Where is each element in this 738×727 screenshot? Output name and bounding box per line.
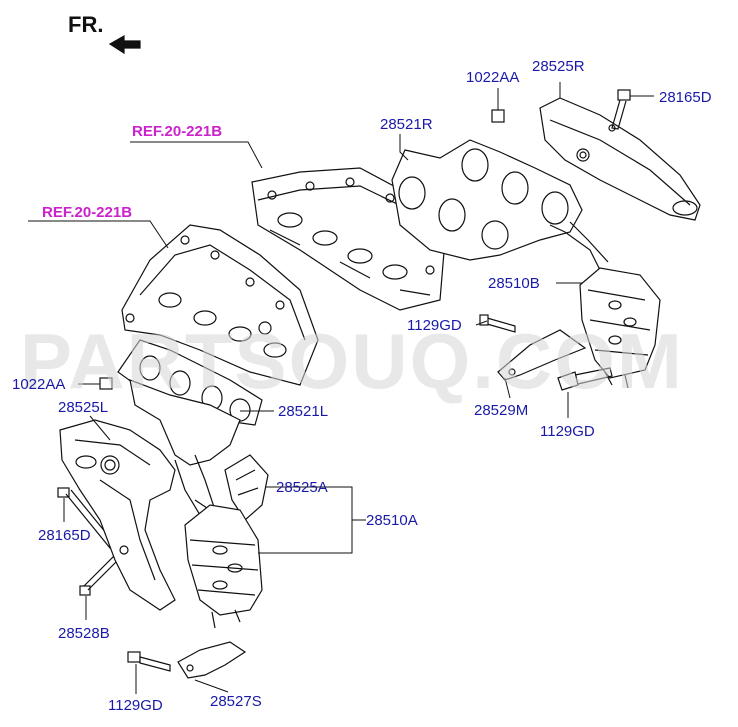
heat-shield-right [539,97,701,221]
nut-1022aa-top [491,109,505,123]
part-label-28528b[interactable]: 28528B [58,625,110,642]
heat-shield-catalyst [224,454,269,521]
part-label-28529m[interactable]: 28529M [474,402,529,419]
gasket-right [391,139,583,261]
bolt-28165d-top [611,89,631,130]
front-direction-arrow-icon [108,34,141,55]
reference-link-lower[interactable]: REF.20-221B [42,204,133,221]
part-label-1129gd-bottom[interactable]: 1129GD [108,697,163,714]
part-label-28165d-left[interactable]: 28165D [38,527,91,544]
bracket-right [497,329,587,381]
part-label-28510a[interactable]: 28510A [366,512,418,529]
bolt-1129gd-bottom [127,651,171,672]
catalytic-converter-right [549,221,661,389]
part-label-1022aa-top[interactable]: 1022AA [466,69,520,86]
part-label-28527s[interactable]: 28527S [210,693,262,710]
part-label-28521l[interactable]: 28521L [278,403,329,420]
part-label-28525a[interactable]: 28525A [276,479,328,496]
bolt-1129gd-right [557,367,613,391]
part-label-28165d-top[interactable]: 28165D [659,89,712,106]
bracket-left [177,641,247,679]
bolt-1129gd-mid [479,314,516,333]
reference-link-upper[interactable]: REF.20-221B [132,123,223,140]
front-direction-label: FR. [68,12,104,37]
part-label-1129gd-right[interactable]: 1129GD [540,423,595,440]
watermark-text: PARTSOUQ.COM [20,317,684,405]
catalytic-converter-left [184,499,263,629]
part-label-28525r[interactable]: 28525R [532,58,585,75]
part-label-28510b[interactable]: 28510B [488,275,540,292]
part-label-28525l[interactable]: 28525L [58,399,109,416]
heat-shield-left [59,419,176,611]
part-label-1129gd-mid[interactable]: 1129GD [407,317,462,334]
cylinder-head-left [121,224,319,386]
part-label-28521r[interactable]: 28521R [380,116,433,133]
part-label-1022aa-left[interactable]: 1022AA [12,376,66,393]
bolt-28528b [79,555,119,596]
gasket-left [117,339,263,426]
